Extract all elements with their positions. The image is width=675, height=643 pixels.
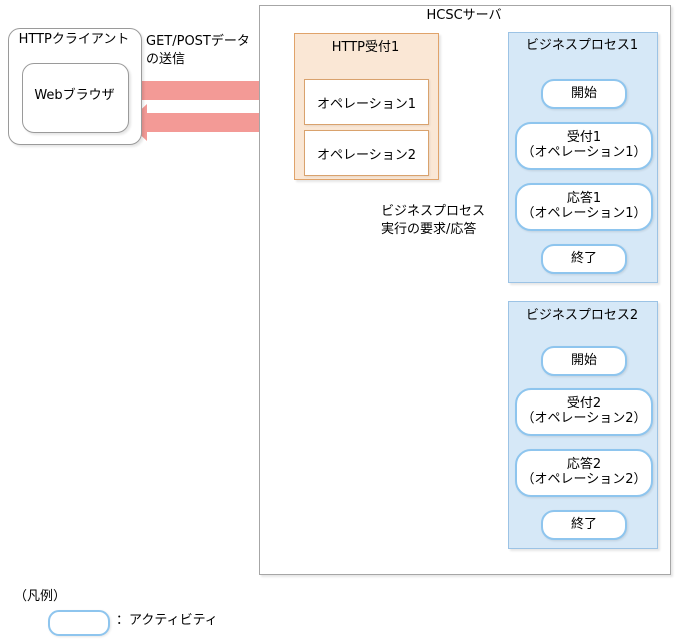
bp2-activity-uketsuke2[interactable]: 受付2 （オペレーション2） [515,388,653,436]
response-arrow [127,104,298,141]
business-process-2-title: ビジネスプロセス2 [525,308,639,323]
legend-activity-shape [48,610,110,636]
bp1-activity-uketsuke1[interactable]: 受付1 （オペレーション1） [515,122,653,170]
legend-activity-label: ：アクティビティ [116,613,218,628]
operation-2-box[interactable]: オペレーション2 [304,130,429,176]
operation-1-box[interactable]: オペレーション1 [304,79,429,125]
bp1-activity-outou1[interactable]: 応答1 （オペレーション1） [515,183,653,231]
hcsc-server-title: HCSCサーバ [426,8,502,23]
bp2-activity-end[interactable]: 終了 [541,510,627,540]
request-arrow [127,72,298,109]
getpost-arrow-label: GET/POSTデータ の送信 [146,34,250,67]
bp1-activity-end-line1: 終了 [570,250,597,266]
bp1-activity-start[interactable]: 開始 [541,79,627,109]
bp1-activity-uketsuke1-line1: 受付1 [566,130,602,146]
bp1-activity-uketsuke1-line2: （オペレーション1） [521,145,647,160]
bp2-activity-outou2-line2: （オペレーション2） [521,472,647,487]
bp2-activity-outou2[interactable]: 応答2 （オペレーション2） [515,449,653,497]
bp1-activity-outou1-line2: （オペレーション1） [521,206,647,221]
bp2-activity-end-line1: 終了 [570,516,597,532]
bp1-activity-outou1-line1: 応答1 [566,191,602,207]
connector-label: ビジネスプロセス 実行の要求/応答 [381,204,486,237]
bp2-activity-uketsuke2-line1: 受付2 [566,396,602,412]
bp2-activity-start[interactable]: 開始 [541,346,627,376]
http-client-title: HTTPクライアント [18,32,130,47]
bp2-activity-start-line1: 開始 [570,352,597,368]
bp1-activity-start-line1: 開始 [570,85,597,101]
legend-title: （凡例） [14,589,67,604]
business-process-1-title: ビジネスプロセス1 [525,38,639,53]
bp1-activity-end[interactable]: 終了 [541,244,627,274]
bp2-activity-uketsuke2-line2: （オペレーション2） [521,411,647,426]
bp2-activity-outou2-line1: 応答2 [566,457,602,473]
web-browser-title: Webブラウザ [34,88,115,103]
web-browser-box [22,63,129,133]
http-receiver-title: HTTP受付1 [331,40,400,55]
